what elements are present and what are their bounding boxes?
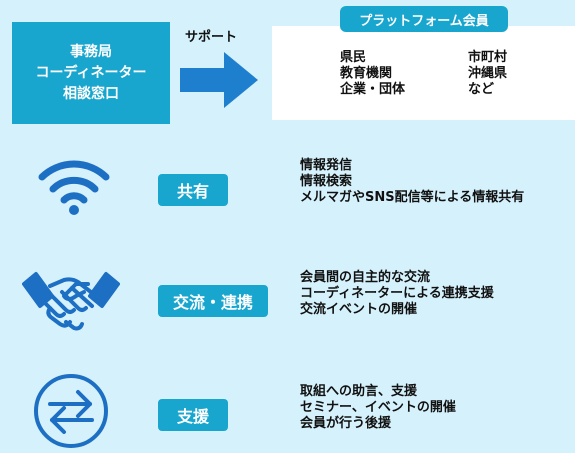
feature-pill-exchange: 交流・連携 bbox=[158, 285, 268, 317]
feature-item: 会員が行う後援 bbox=[300, 416, 392, 431]
member-item: 教育機関 bbox=[340, 66, 393, 81]
feature-item: コーディネーターによる連携支援 bbox=[300, 286, 494, 301]
feature-item: 会員間の自主的な交流 bbox=[300, 270, 431, 285]
feature-pill-share: 共有 bbox=[158, 174, 228, 206]
member-item: 企業・団体 bbox=[340, 82, 406, 97]
member-list-right: 市町村 沖縄県 など bbox=[468, 50, 507, 98]
support-label: サポート bbox=[185, 30, 238, 45]
wifi-icon bbox=[38, 157, 110, 215]
office-line: コーディネーター bbox=[35, 64, 147, 81]
member-list-left: 県民 教育機関 企業・団体 bbox=[340, 50, 405, 98]
handshake-icon bbox=[22, 266, 120, 336]
feature-desc-exchange: 会員間の自主的な交流 コーディネーターによる連携支援 交流イベントの開催 bbox=[300, 270, 494, 318]
office-line: 事務局 bbox=[70, 43, 112, 60]
feature-item: 交流イベントの開催 bbox=[300, 302, 418, 317]
support-arrow-icon bbox=[180, 52, 258, 112]
feature-item: セミナー、イベントの開催 bbox=[300, 400, 456, 415]
feature-item: 取組への助言、支援 bbox=[300, 384, 418, 399]
feature-item: メルマガやSNS配信等による情報共有 bbox=[300, 190, 525, 205]
feature-item: 情報発信 bbox=[300, 158, 353, 173]
member-item: 県民 bbox=[340, 50, 367, 65]
secretariat-box: 事務局 コーディネーター 相談窓口 bbox=[12, 22, 170, 124]
feature-desc-support: 取組への助言、支援 セミナー、イベントの開催 会員が行う後援 bbox=[300, 384, 456, 432]
feature-pill-support: 支援 bbox=[158, 399, 228, 431]
platform-members-box bbox=[272, 26, 575, 120]
member-item: 市町村 bbox=[468, 50, 508, 65]
member-item: など bbox=[468, 82, 495, 97]
member-item: 沖縄県 bbox=[468, 66, 508, 81]
office-line: 相談窓口 bbox=[63, 85, 119, 102]
feature-desc-share: 情報発信 情報検索 メルマガやSNS配信等による情報共有 bbox=[300, 158, 524, 206]
exchange-arrows-icon bbox=[32, 372, 110, 450]
feature-item: 情報検索 bbox=[300, 174, 353, 189]
platform-title: プラットフォーム会員 bbox=[340, 6, 508, 32]
